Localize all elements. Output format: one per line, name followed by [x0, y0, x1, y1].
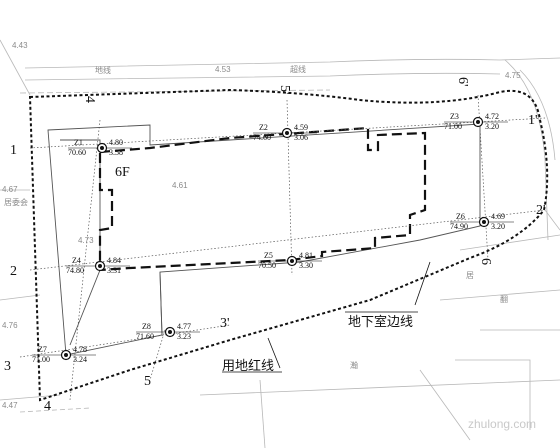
axis-label-5p: 5' [277, 85, 292, 95]
survey-point-center [476, 120, 480, 124]
point-id: Z2 [259, 123, 268, 132]
axis-label-3: 3 [4, 359, 11, 374]
property-boundary [28, 88, 549, 402]
survey-point-center [285, 131, 289, 135]
elevation-label: 4.47 [2, 401, 18, 410]
point-elevation: 74.80 [66, 266, 84, 275]
point-id: Z7 [38, 345, 47, 354]
point-id: Z4 [72, 256, 81, 265]
axis-label-6p: 6' [455, 77, 470, 87]
elevation-label: 4.75 [505, 71, 521, 80]
watermark: zhulong.com [468, 417, 536, 431]
road-label: 地线 [95, 65, 111, 75]
axis-label-1: 1 [10, 143, 17, 158]
point-id: Z6 [456, 212, 465, 221]
road-label: 超线 [290, 64, 306, 74]
section-lines [19, 94, 546, 401]
point-ground-level: 4.84 [107, 256, 121, 265]
point-id: Z5 [264, 251, 273, 260]
basement-edge-label: 地下室边线 [348, 314, 413, 329]
elevation-label: 4.61 [172, 181, 188, 190]
point-ground-level: 4.81 [299, 251, 313, 260]
survey-point-center [64, 353, 68, 357]
axis-label-6: 6 [478, 258, 493, 265]
property-line-label: 用地红线 [222, 358, 274, 373]
point-id: Z3 [450, 112, 459, 121]
neighbor-label: 居委会 [4, 197, 28, 207]
axis-label-2p: 2' [536, 203, 546, 218]
elevation-label: 4.73 [78, 236, 94, 245]
survey-point-center [482, 220, 486, 224]
axis-label-4: 4 [82, 96, 97, 103]
axis-label-4b: 4 [44, 399, 51, 414]
survey-point-center [100, 146, 104, 150]
point-elevation: 74.90 [450, 222, 468, 231]
point-ground-level: 4.59 [294, 123, 308, 132]
point-depth: 3.58 [109, 148, 123, 157]
annotations: 地下室边线 用地红线 [222, 261, 431, 373]
point-elevation: 70.60 [68, 148, 86, 157]
site-outline [47, 123, 481, 356]
survey-points: Z170.604.803.58Z274.604.593.06Z371.004.7… [32, 112, 514, 364]
building-floors-label: 6F [115, 165, 130, 180]
elevation-label: 4.43 [12, 41, 28, 50]
neighbor-label: 翻 [500, 295, 508, 304]
axis-label-5: 5 [144, 374, 151, 389]
axis-label-2: 2 [10, 264, 17, 279]
axis-label-1p: 1' [528, 113, 538, 128]
point-depth: 3.24 [73, 355, 87, 364]
point-ground-level: 4.77 [177, 322, 191, 331]
point-ground-level: 4.80 [109, 138, 123, 147]
point-depth: 3.30 [299, 261, 313, 270]
elevation-label: 4.76 [2, 321, 18, 330]
point-ground-level: 4.78 [73, 345, 87, 354]
point-depth: 3.20 [491, 222, 505, 231]
neighbor-labels: 居委会 居 翻 瀚 [4, 197, 508, 370]
survey-point-center [98, 264, 102, 268]
point-depth: 3.23 [177, 332, 191, 341]
point-depth: 3.31 [107, 266, 121, 275]
point-elevation: 74.60 [253, 133, 271, 142]
axis-labels: 1 1' 2 3 3' 4 4 5' 5 6' 6 2' [4, 77, 546, 414]
point-elevation: 71.00 [32, 355, 50, 364]
survey-point-center [168, 330, 172, 334]
neighbor-label: 居 [466, 271, 474, 280]
point-id: Z1 [74, 138, 83, 147]
point-ground-level: 4.72 [485, 112, 499, 121]
neighbor-label: 瀚 [350, 360, 358, 370]
axis-label-3p: 3' [220, 316, 230, 331]
elevation-label: 4.53 [215, 65, 231, 74]
point-elevation: 71.60 [136, 332, 154, 341]
basement-edge-line [98, 126, 427, 272]
elevation-labels: 4.43 4.53 4.75 4.67 4.61 4.73 4.76 4.47 … [2, 41, 521, 410]
point-depth: 3.06 [294, 133, 308, 142]
point-id: Z8 [142, 322, 151, 331]
point-elevation: 71.00 [444, 122, 462, 131]
point-elevation: 70.50 [258, 261, 276, 270]
point-depth: 3.20 [485, 122, 499, 131]
survey-point-center [290, 259, 294, 263]
point-ground-level: 4.69 [491, 212, 505, 221]
elevation-label: 4.67 [2, 185, 18, 194]
